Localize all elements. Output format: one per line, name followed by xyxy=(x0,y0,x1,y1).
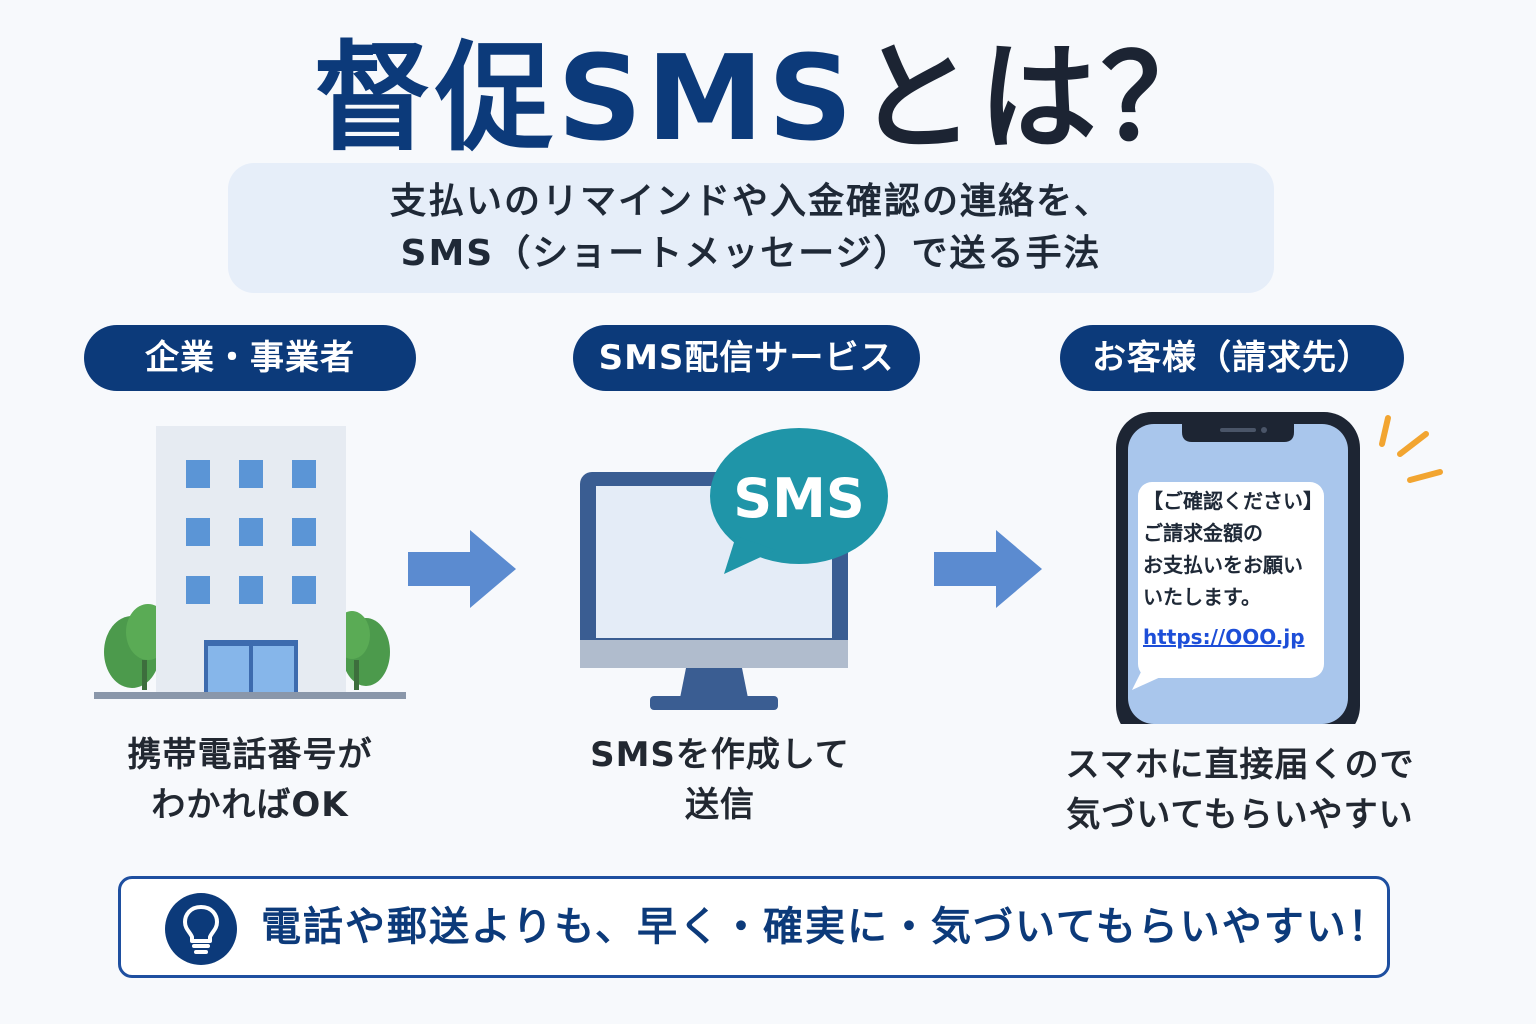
benefit-banner: 電話や郵送よりも、早く・確実に・気づいてもらいやすい！ xyxy=(118,876,1390,978)
step-caption-customer: スマホに直接届くので 気づいてもらいやすい xyxy=(1040,740,1440,840)
definition-line-1: 支払いのリマインドや入金確認の連絡を、 xyxy=(389,181,1112,222)
caption-line: 送信 xyxy=(685,785,755,825)
phone-message: 【ご確認ください】 ご請求金額の お支払いをお願い いたします。 https:/… xyxy=(1143,485,1333,653)
page-title: 督促SMSとは？ xyxy=(0,28,1536,168)
step-label-service: SMS配信サービス xyxy=(573,325,920,391)
step-label-company: 企業・事業者 xyxy=(84,325,416,391)
benefit-text: 電話や郵送よりも、早く・確実に・気づいてもらいやすい！ xyxy=(261,904,1390,950)
building-icon xyxy=(94,426,406,699)
step-caption-service: SMSを作成して 送信 xyxy=(540,730,900,830)
phone-message-line-2: ご請求金額の xyxy=(1143,521,1263,545)
phone-message-line-3: お支払いをお願い xyxy=(1143,553,1303,577)
lightbulb-icon xyxy=(165,893,237,965)
notification-lines-icon xyxy=(1379,415,1443,483)
phone-message-line-4: いたします。 xyxy=(1143,585,1261,609)
sms-bubble-label: SMS xyxy=(733,467,865,530)
caption-line: スマホに直接届くので xyxy=(1065,745,1415,785)
title-suffix: とは？ xyxy=(856,29,1223,167)
caption-line: 携帯電話番号が xyxy=(127,735,373,775)
smartphone-icon xyxy=(1116,412,1360,724)
caption-line: 気づいてもらいやすい xyxy=(1066,795,1414,835)
definition-box: 支払いのリマインドや入金確認の連絡を、 SMS（ショートメッセージ）で送る手法 xyxy=(228,163,1274,293)
phone-message-line-1: 【ご確認ください】 xyxy=(1143,489,1323,513)
phone-message-link[interactable]: https://OOO.jp xyxy=(1143,625,1305,649)
caption-line: わかればOK xyxy=(151,785,349,825)
speech-bubble-icon xyxy=(710,428,888,574)
title-main: 督促SMS xyxy=(313,29,857,167)
step-caption-company: 携帯電話番号が わかればOK xyxy=(70,730,430,830)
definition-line-2: SMS（ショートメッセージ）で送る手法 xyxy=(400,233,1102,274)
arrow-right-icon xyxy=(934,530,1042,608)
arrow-right-icon xyxy=(408,530,516,608)
step-label-customer: お客様（請求先） xyxy=(1060,325,1404,391)
caption-line: SMSを作成して xyxy=(590,735,850,775)
